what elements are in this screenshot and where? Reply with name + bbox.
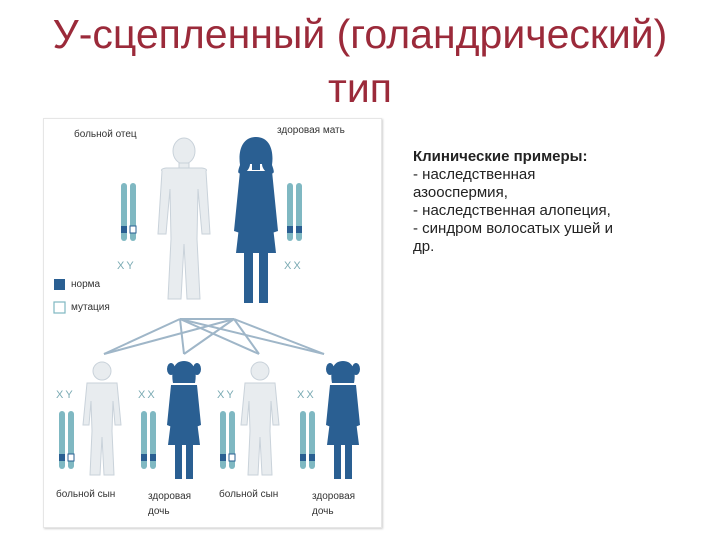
label-sick-father: больной отец bbox=[74, 129, 137, 140]
label-healthy-daughter-2: здоровая дочь bbox=[312, 491, 356, 517]
clinical-example-item: - наследственная алопеция, bbox=[413, 202, 611, 219]
inheritance-lines bbox=[103, 318, 325, 355]
daughter-2-figure bbox=[326, 361, 360, 479]
legend-mutation-label: мутация bbox=[71, 302, 110, 313]
chromosome-label-mother: XX bbox=[284, 260, 303, 272]
legend-norm-label: норма bbox=[71, 279, 101, 290]
chromosome-label-son-1: XY bbox=[56, 389, 75, 401]
father-figure bbox=[157, 137, 211, 300]
chromosome-label-daughter-1: XX bbox=[138, 389, 157, 401]
clinical-example-item: - наследственная азооспермия, bbox=[413, 166, 536, 201]
mother-figure bbox=[234, 137, 278, 303]
chromosome-label-father: XY bbox=[117, 260, 136, 272]
slide-title-line-1: У-сцепленный (голандрический) bbox=[52, 11, 668, 57]
label-sick-son-2: больной сын bbox=[219, 489, 279, 500]
clinical-examples-title: Клинические примеры: bbox=[413, 148, 588, 165]
pedigree-diagram: больной отец здоровая мать XY XX норма м… bbox=[43, 118, 382, 528]
daughter-1-chromosomes bbox=[141, 411, 156, 469]
clinical-example-item: - синдром волосатых ушей и др. bbox=[413, 220, 613, 255]
slide-title-line-2: тип bbox=[328, 65, 392, 111]
legend-mutation-swatch bbox=[53, 301, 66, 314]
chromosome-label-son-2: XY bbox=[217, 389, 236, 401]
son-2-figure bbox=[240, 361, 280, 476]
pedigree-graphic bbox=[53, 137, 360, 479]
son-2-chromosomes bbox=[220, 411, 236, 469]
legend-norm-swatch bbox=[54, 279, 65, 290]
son-1-chromosomes bbox=[59, 411, 75, 469]
label-healthy-daughter-1: здоровая дочь bbox=[148, 491, 192, 517]
daughter-2-chromosomes bbox=[300, 411, 315, 469]
mother-chromosomes bbox=[287, 183, 302, 241]
label-sick-son-1: больной сын bbox=[56, 489, 116, 500]
label-healthy-mother: здоровая мать bbox=[277, 125, 345, 136]
son-1-figure bbox=[82, 361, 122, 476]
daughter-1-figure bbox=[167, 361, 201, 479]
clinical-examples: Клинические примеры: - наследственная аз… bbox=[413, 148, 673, 256]
chromosome-label-daughter-2: XX bbox=[297, 389, 316, 401]
father-chromosomes bbox=[121, 183, 137, 241]
